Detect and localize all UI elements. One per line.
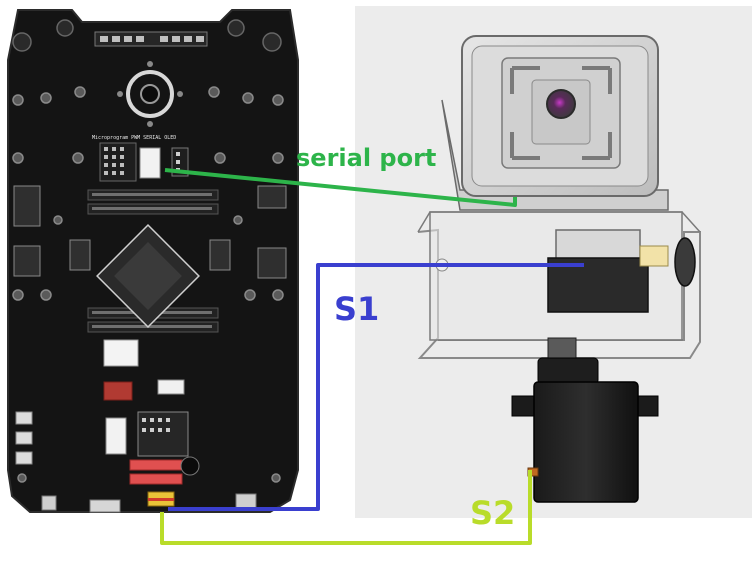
mcu-chip xyxy=(96,224,200,328)
wires xyxy=(160,168,584,545)
side-components xyxy=(13,185,287,279)
header-pins xyxy=(99,142,189,182)
center-ring xyxy=(117,61,183,127)
s1-label: S1 xyxy=(334,290,379,328)
red-switch xyxy=(103,381,133,401)
mounting-holes xyxy=(12,86,284,483)
lower-connectors xyxy=(105,411,200,507)
pan-servo xyxy=(511,337,659,503)
camera-module xyxy=(461,35,659,197)
camera-lens-icon xyxy=(546,89,576,119)
control-board: Microprogram PWM SERIAL OLED xyxy=(7,9,299,513)
s2-label: S2 xyxy=(470,494,515,532)
serial-port-label: serial port xyxy=(296,144,436,172)
camera-mount xyxy=(417,35,701,503)
buttons xyxy=(15,411,33,465)
ir-sensors xyxy=(12,19,282,52)
power-switch xyxy=(89,499,121,513)
white-module xyxy=(103,339,139,367)
usb-port-right xyxy=(235,493,257,509)
serial-port-wire xyxy=(164,168,517,207)
usb-port-left xyxy=(41,495,57,511)
svg-text:Microprogram PWM SERIAL OLE: Microprogram PWM SERIAL OLED xyxy=(92,135,176,141)
s1-wire xyxy=(168,263,584,511)
s2-wire xyxy=(160,470,532,545)
